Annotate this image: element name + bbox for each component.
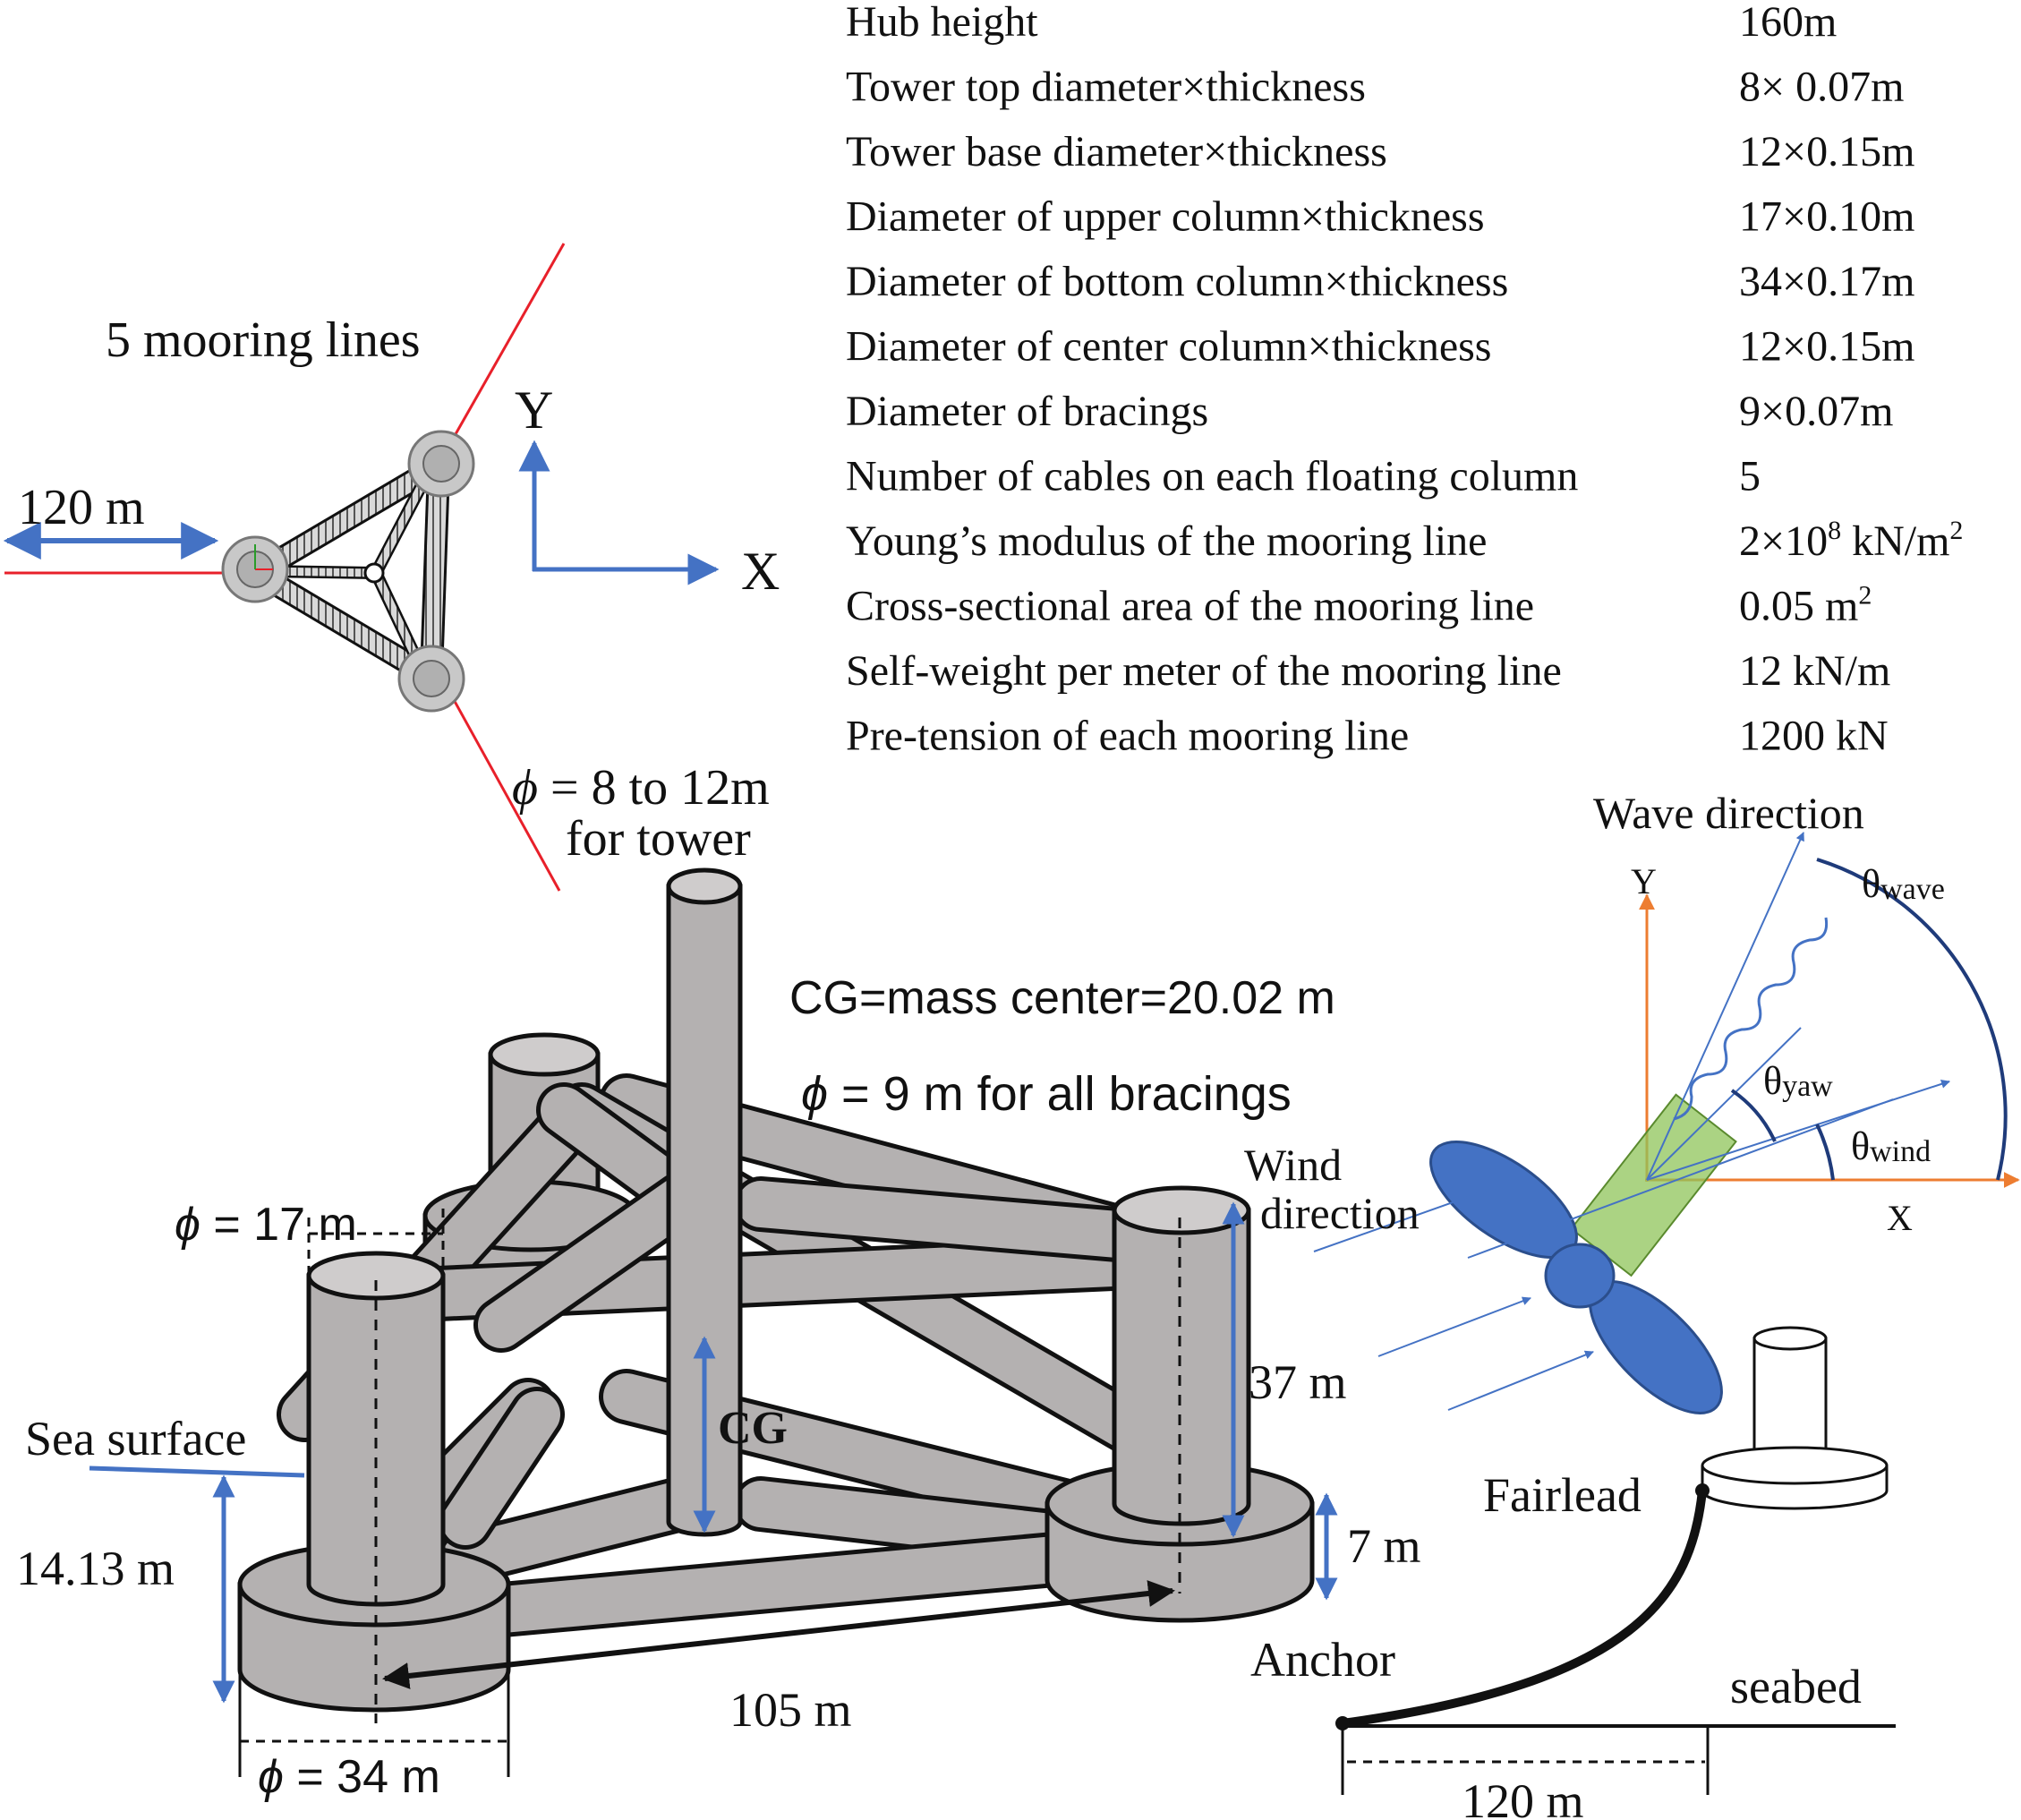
sea-surface-label: Sea surface <box>25 1412 246 1465</box>
wind-direction-label-1: Wind <box>1244 1140 1342 1190</box>
theta-yaw-label: θyaw <box>1763 1059 1833 1103</box>
wave-direction-label: Wave direction <box>1593 788 1864 838</box>
spec-label: Diameter of bracings <box>846 388 1208 435</box>
theta-wave-arc <box>1816 858 2008 1181</box>
mooring-profile: Fairlead Anchor seabed 120 m <box>1250 1326 1896 1820</box>
col-spacing-label: 105 m <box>729 1683 852 1737</box>
mooring-cable <box>1342 1490 1707 1728</box>
fairlead-label: Fairlead <box>1483 1468 1642 1522</box>
seabed-label: seabed <box>1730 1660 1862 1713</box>
draft-label: 14.13 m <box>16 1542 175 1595</box>
mooring-lines-label: 5 mooring lines <box>106 312 421 368</box>
spec-value: 9×0.07m <box>1739 388 1893 435</box>
platform-plan <box>221 430 475 713</box>
spec-value: 17×0.10m <box>1739 193 1914 241</box>
mooring-line-lower <box>450 696 561 892</box>
spec-value: 160m <box>1739 0 1837 46</box>
spec-value: 5 <box>1739 453 1761 500</box>
spec-value: 34×0.17m <box>1739 258 1914 305</box>
bottom-col-diameter-label: ϕ = 34 m <box>258 1751 440 1803</box>
spec-value: 12×0.15m <box>1739 128 1914 175</box>
bracing-diameter-label: ϕ = 9 m for all bracings <box>801 1067 1292 1121</box>
base-height-label: 7 m <box>1347 1519 1421 1573</box>
col-height-label: 37 m <box>1249 1355 1347 1409</box>
platform-3d: ϕ = 8 to 12m for tower CG=mass center=20… <box>16 760 1421 1803</box>
dir-axis-y-label: Y <box>1631 861 1657 901</box>
spec-label: Diameter of center column×thickness <box>846 323 1491 371</box>
theta-wind-arc <box>1815 1124 1835 1181</box>
spacing-arrow <box>382 1580 1175 1689</box>
sea-surface-line <box>89 1465 305 1478</box>
anchor-label: Anchor <box>1250 1633 1395 1687</box>
spec-label: Number of cables on each floating column <box>846 453 1578 500</box>
spec-label: Pre-tension of each mooring line <box>846 713 1409 760</box>
tower-diameter-label: ϕ = 8 to 12m <box>512 760 770 816</box>
distance-label: 120 m <box>18 480 145 535</box>
spec-label: Cross-sectional area of the mooring line <box>846 583 1534 630</box>
plan-axis-x-label: X <box>741 542 780 601</box>
profile-distance-label: 120 m <box>1462 1774 1584 1820</box>
spec-label: Tower base diameter×thickness <box>846 128 1387 175</box>
plan-view: 120 m 5 mooring lines <box>3 243 780 892</box>
wind-direction-label-2: direction <box>1260 1188 1420 1238</box>
theta-wave-label: θwave <box>1862 862 1945 906</box>
mooring-line-upper <box>450 243 566 441</box>
cg-mass-center-label: CG=mass center=20.02 m <box>789 972 1335 1024</box>
theta-yaw-arc <box>1730 1089 1777 1142</box>
spec-label: Self-weight per meter of the mooring lin… <box>846 647 1562 695</box>
spec-label: Young’s modulus of the mooring line <box>846 517 1487 565</box>
spec-label: Diameter of upper column×thickness <box>846 193 1485 241</box>
tower-diameter-label-2: for tower <box>566 811 751 867</box>
spec-value: 8× 0.07m <box>1739 64 1904 111</box>
direction-diagram: Y X Wave direction θwave θyaw θwind Wind… <box>1244 788 2020 1414</box>
spec-value: 2×108 kN/m2 <box>1739 516 1963 565</box>
rotor-hub <box>1544 1243 1616 1309</box>
upper-col-diameter-label: ϕ = 17 m <box>175 1199 357 1251</box>
spec-value: 12 kN/m <box>1739 647 1890 695</box>
spec-label: Hub height <box>846 0 1038 46</box>
spec-label: Diameter of bottom column×thickness <box>846 258 1508 305</box>
dir-axis-x-label: X <box>1887 1198 1913 1238</box>
spec-value: 0.05 m2 <box>1739 581 1872 630</box>
spec-value: 12×0.15m <box>1739 323 1914 371</box>
cg-label: CG <box>718 1403 788 1454</box>
plan-axis-y-label: Y <box>515 380 553 440</box>
theta-wind-label: θwind <box>1851 1124 1931 1168</box>
spec-label: Tower top diameter×thickness <box>846 64 1366 111</box>
spec-value: 1200 kN <box>1739 713 1889 760</box>
profile-column <box>1752 1337 1828 1457</box>
wave-squiggle <box>1673 917 1829 1121</box>
